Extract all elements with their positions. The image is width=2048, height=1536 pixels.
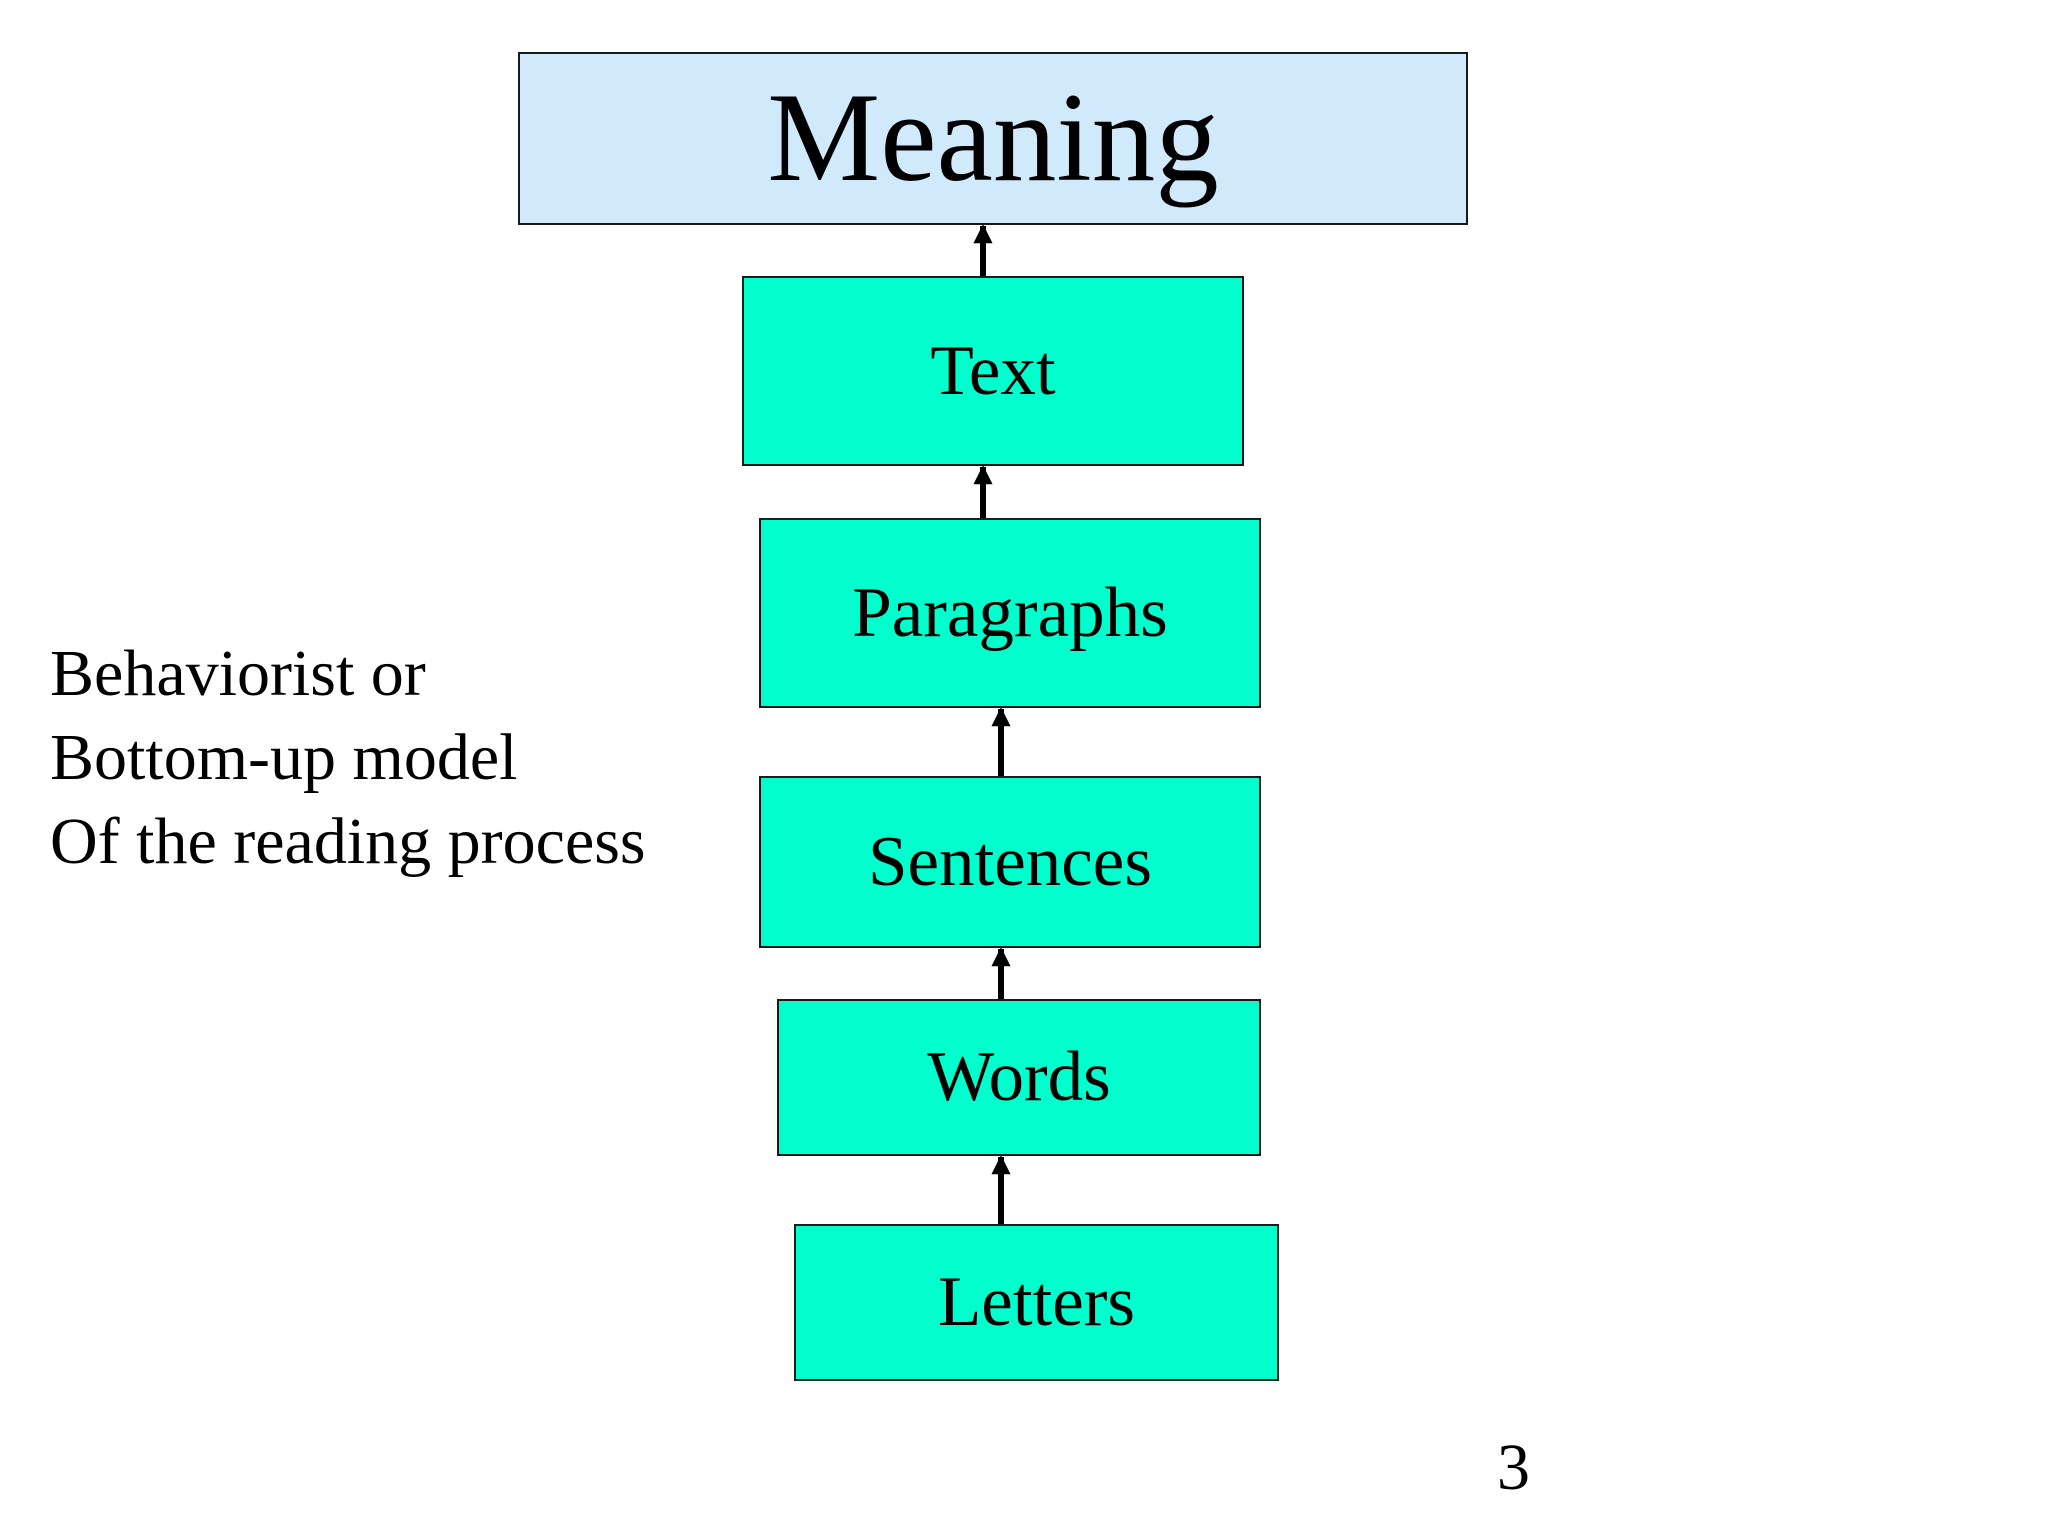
paragraphs-box: Paragraphs (759, 518, 1261, 708)
model-caption: Behaviorist or Bottom-up model Of the re… (50, 632, 646, 884)
sentences-box: Sentences (759, 776, 1261, 948)
meaning-box: Meaning (518, 52, 1468, 225)
page-number: 3 (1497, 1431, 1530, 1504)
letters-box: Letters (794, 1224, 1279, 1381)
caption-line-1: Behaviorist or (50, 637, 426, 710)
words-box: Words (777, 999, 1261, 1156)
text-box: Text (742, 276, 1244, 466)
caption-line-2: Bottom-up model (50, 721, 518, 794)
caption-line-3: Of the reading process (50, 805, 646, 878)
